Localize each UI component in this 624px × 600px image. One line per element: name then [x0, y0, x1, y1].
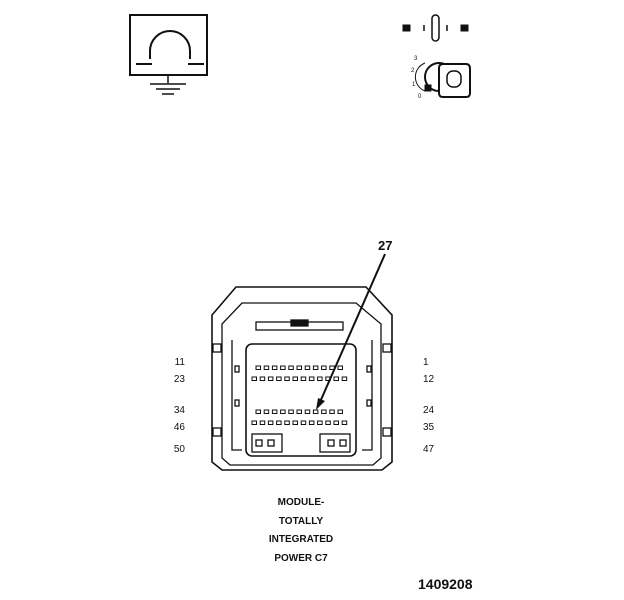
pin-cavity — [300, 376, 307, 381]
callout-leader — [316, 253, 386, 410]
ohmmeter-icon — [129, 14, 208, 76]
pin-cavity — [333, 376, 339, 381]
pin-cavity — [259, 420, 266, 425]
connector-housing — [211, 286, 393, 471]
ignition-position-label: 0 — [418, 94, 422, 100]
pin-cavity — [329, 409, 335, 414]
pin-label-right: 47 — [423, 444, 435, 455]
pin-cavity — [288, 365, 294, 370]
pin-cavity — [280, 365, 286, 370]
pin-cavity — [259, 376, 266, 381]
pin-cavity — [337, 409, 343, 414]
pin-label-left: 46 — [173, 422, 185, 433]
pin-cavity — [255, 365, 261, 370]
pin-cavities — [251, 365, 348, 425]
pin-cavity — [251, 420, 257, 425]
pin-cavity — [337, 365, 343, 370]
ignition-switch-icon — [402, 14, 471, 98]
pin-cavity — [292, 376, 298, 381]
pin-cavity — [317, 420, 323, 425]
pin-cavity — [321, 365, 327, 370]
ground-icon — [150, 75, 186, 95]
pin-cavity — [263, 365, 270, 370]
pin-cavity — [251, 376, 257, 381]
pin-cavity — [304, 365, 311, 370]
caption-line: INTEGRATED — [268, 534, 334, 545]
pin-cavity — [263, 409, 270, 414]
pin-cavity — [284, 420, 290, 425]
pin-cavity — [288, 409, 294, 414]
pin-cavity — [317, 376, 323, 381]
pin-cavity — [308, 376, 315, 381]
pin-cavity — [300, 420, 307, 425]
figure-id: 1409208 — [418, 576, 473, 592]
pin-cavity — [292, 420, 298, 425]
callout-pin-number: 27 — [378, 238, 393, 253]
pin-cavity — [296, 365, 302, 370]
pin-cavity — [267, 376, 274, 381]
pin-cavity — [341, 420, 348, 425]
pin-label-left: 23 — [173, 374, 185, 385]
pin-label-right: 35 — [423, 422, 435, 433]
pin-label-left: 34 — [173, 405, 185, 416]
ignition-arc — [414, 62, 426, 92]
pin-cavity — [284, 376, 290, 381]
pin-label-right: 24 — [423, 405, 435, 416]
pin-cavity — [267, 420, 274, 425]
caption-line: POWER C7 — [274, 552, 328, 564]
pin-cavity — [312, 409, 319, 414]
connector-caption: MODULE- TOTALLY INTEGRATED POWER C7 — [236, 494, 366, 568]
pin-cavity — [304, 409, 311, 414]
ignition-position-label: 1 — [412, 82, 416, 88]
pin-cavity — [321, 409, 327, 414]
caption-line: MODULE- — [277, 497, 325, 508]
pin-cavity — [296, 409, 302, 414]
pin-label-right: 1 — [423, 357, 429, 368]
ignition-position-label: 3 — [414, 56, 418, 62]
pin-cavity — [333, 420, 339, 425]
pin-label-left: 11 — [174, 357, 185, 368]
pin-label-left: 50 — [173, 444, 185, 455]
pin-cavity — [271, 409, 278, 414]
pin-cavity — [271, 365, 278, 370]
pin-cavity — [280, 409, 286, 414]
pin-cavity — [341, 376, 348, 381]
pin-cavity — [276, 420, 282, 425]
pin-cavity — [325, 420, 331, 425]
pin-cavity — [312, 365, 319, 370]
pin-cavity — [276, 376, 282, 381]
pin-label-right: 12 — [423, 374, 435, 385]
ignition-position-label: 2 — [411, 68, 415, 74]
pin-cavity — [255, 409, 261, 414]
caption-line: TOTALLY — [278, 515, 324, 527]
pin-cavity — [308, 420, 315, 425]
